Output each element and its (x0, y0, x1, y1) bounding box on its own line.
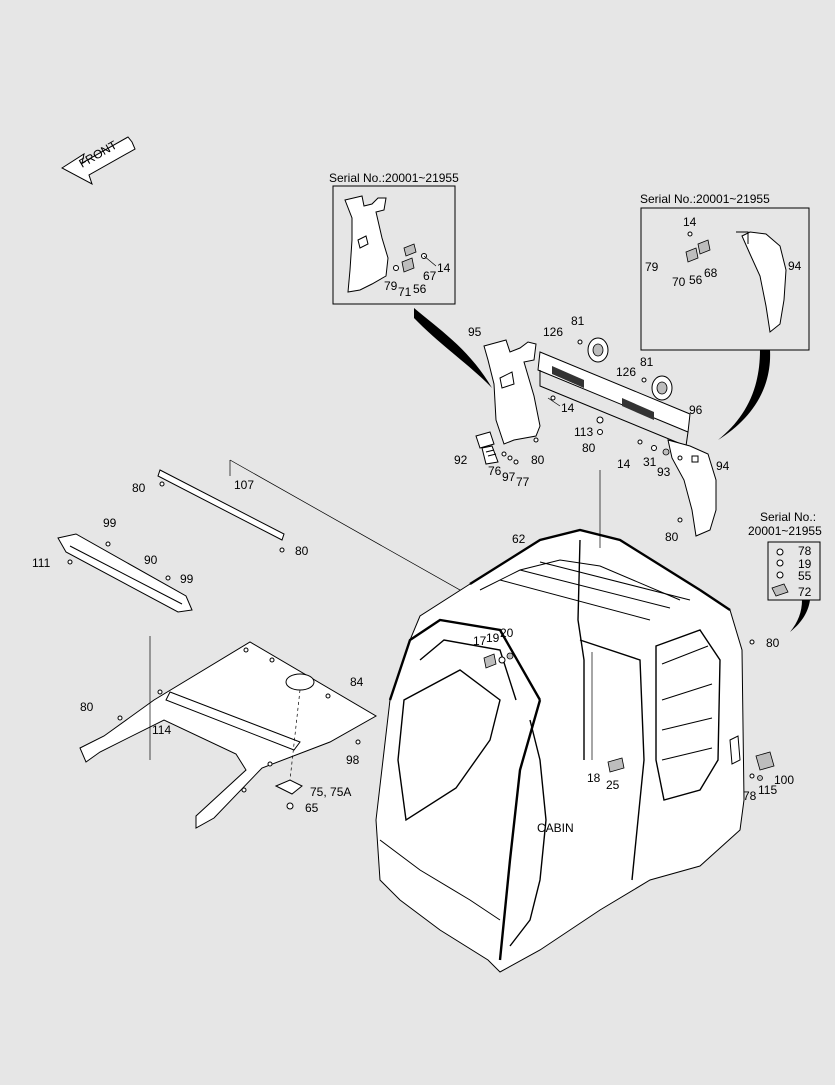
callout-19: 19 (486, 631, 500, 645)
callout-84: 84 (350, 675, 364, 689)
inset-1-callout-71: 71 (398, 285, 412, 299)
callout-95: 95 (468, 325, 482, 339)
callout-113: 113 (574, 425, 593, 439)
callout-25: 25 (606, 778, 620, 792)
callout-17: 17 (473, 634, 487, 648)
inset-3: Serial No.: 20001~21955 78 19 55 72 (748, 510, 822, 632)
callout-96: 96 (689, 403, 703, 417)
callout-80c: 80 (665, 530, 679, 544)
inset-3-callout-55: 55 (798, 569, 812, 583)
inset-1: Serial No.:20001~21955 67 14 79 71 56 (329, 171, 492, 388)
part-95-trim (483, 339, 541, 445)
callout-126b: 126 (616, 365, 636, 379)
callout-111: 111 (32, 556, 51, 570)
inset-3-callout-72: 72 (798, 585, 812, 599)
callout-80a: 80 (582, 441, 596, 455)
cabin-label: CABIN (537, 821, 574, 835)
inset-2-callout-68: 68 (704, 266, 718, 280)
inset-2-callout-56: 56 (689, 273, 703, 287)
inset-2-callout-94: 94 (788, 259, 802, 273)
callout-18: 18 (587, 771, 601, 785)
callout-81b: 81 (640, 355, 654, 369)
callout-14a: 14 (561, 401, 575, 415)
inset-3-title-line1: Serial No.: (760, 510, 816, 524)
part-92-handle (475, 431, 499, 465)
callout-98: 98 (346, 753, 360, 767)
callout-114: 114 (152, 723, 171, 737)
inset-1-callout-67: 67 (423, 269, 437, 283)
part-107-strip (157, 469, 285, 553)
cabin-body (375, 528, 745, 973)
inset-1-callout-14: 14 (437, 261, 451, 275)
part-96-header-panel (537, 337, 691, 447)
callout-62: 62 (512, 532, 526, 546)
callout-107: 107 (234, 478, 254, 492)
front-arrow: FRONT (61, 136, 136, 186)
callout-100: 100 (774, 773, 794, 787)
callout-126a: 126 (543, 325, 563, 339)
callout-94: 94 (716, 459, 730, 473)
callout-99a: 99 (103, 516, 117, 530)
callout-78: 78 (743, 789, 757, 803)
callout-80b: 80 (531, 453, 545, 467)
callout-75: 75, 75A (310, 785, 351, 799)
inset-2-callout-79: 79 (645, 260, 659, 274)
callout-80g: 80 (766, 636, 780, 650)
callout-81a: 81 (571, 314, 585, 328)
callout-80f: 80 (80, 700, 94, 714)
inset-1-title: Serial No.:20001~21955 (329, 171, 459, 185)
inset-2-callout-70: 70 (672, 275, 686, 289)
callout-80d: 80 (132, 481, 146, 495)
inset-1-callout-56: 56 (413, 282, 427, 296)
inset-2-callout-14: 14 (683, 215, 697, 229)
callout-92: 92 (454, 453, 468, 467)
inset-3-callout-19: 19 (798, 557, 812, 571)
inset-1-callout-79: 79 (384, 279, 398, 293)
part-84-headliner (79, 641, 378, 829)
callout-80e: 80 (295, 544, 309, 558)
callout-97: 97 (502, 470, 516, 484)
part-94-trim (667, 439, 717, 537)
part-90-bracket (57, 533, 193, 613)
inset-3-callout-78: 78 (798, 544, 812, 558)
inset-3-title-line2: 20001~21955 (748, 524, 822, 538)
callout-115: 115 (758, 783, 777, 797)
callout-99b: 99 (180, 572, 194, 586)
callout-90: 90 (144, 553, 158, 567)
callout-20: 20 (500, 626, 514, 640)
callout-93: 93 (657, 465, 671, 479)
callout-14b: 14 (617, 457, 631, 471)
callout-77: 77 (516, 475, 530, 489)
callout-76: 76 (488, 464, 502, 478)
inset-2: Serial No.:20001~21955 14 79 68 70 56 94 (640, 192, 810, 440)
callout-31: 31 (643, 455, 657, 469)
inset-2-title: Serial No.:20001~21955 (640, 192, 770, 206)
callout-65: 65 (305, 801, 319, 815)
